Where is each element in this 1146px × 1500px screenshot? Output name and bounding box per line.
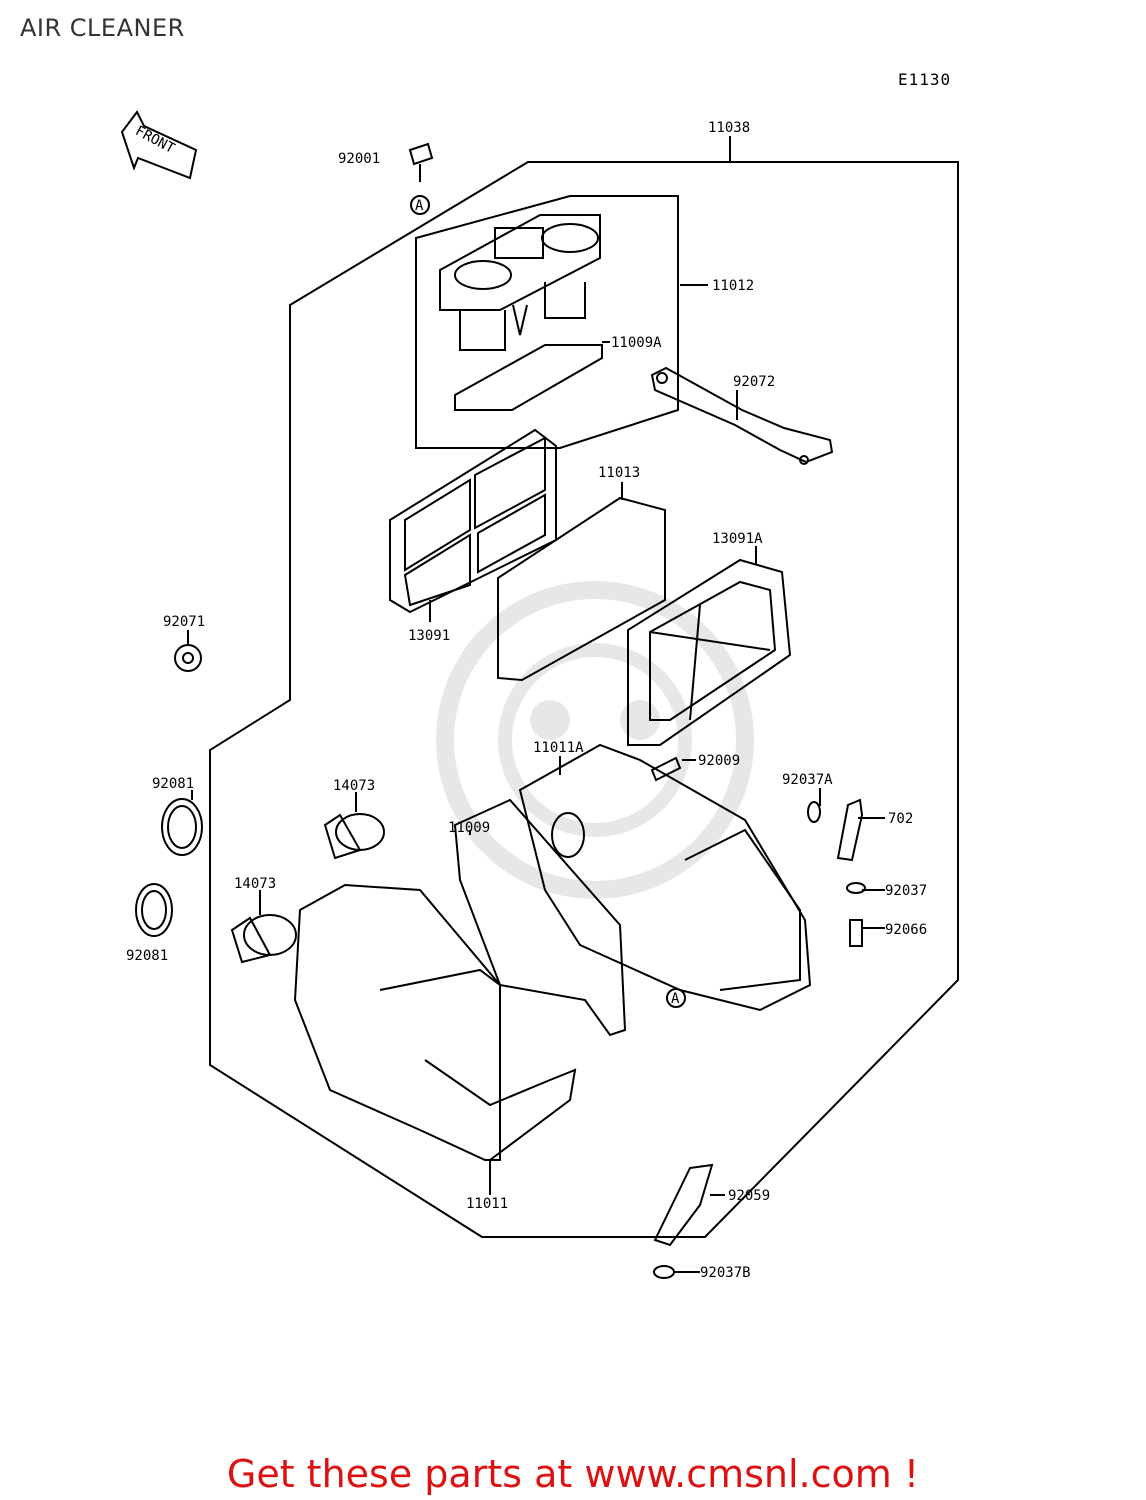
- duct-14073-lower-part: [230, 914, 297, 964]
- part-label-13091: 13091: [408, 628, 450, 644]
- air-cover-part: [439, 214, 601, 351]
- front-arrow-label: FRONT: [132, 123, 177, 157]
- element-13091-part: [389, 428, 557, 614]
- part-label-92081-lower: 92081: [126, 948, 168, 964]
- ref-mark-A-bottom: [666, 988, 686, 1008]
- bracket-92072-part: [650, 366, 834, 465]
- duct-14073-upper-part: [323, 813, 385, 860]
- part-label-92037A: 92037A: [782, 772, 833, 788]
- part-label-92066: 92066: [885, 922, 927, 938]
- holder-13091A-part: [627, 558, 792, 746]
- grommet-92071-part: [174, 644, 202, 672]
- o-ring-92081-upper-part: [161, 798, 203, 856]
- part-label-92059: 92059: [728, 1188, 770, 1204]
- page-title: AIR CLEANER: [20, 14, 185, 42]
- diagram-code: E1130: [898, 70, 952, 89]
- part-label-702: 702: [888, 811, 913, 827]
- part-label-11009: 11009: [448, 820, 490, 836]
- gasket-11009A-part: [454, 344, 603, 411]
- gasket-11009-part: [453, 798, 627, 1037]
- ref-mark-A-top: [410, 195, 430, 215]
- part-label-11013: 11013: [598, 465, 640, 481]
- footer-link[interactable]: Get these parts at www.cmsnl.com !: [226, 1452, 920, 1496]
- screw-92009-part: [650, 756, 682, 782]
- assembly-boundary: [209, 161, 959, 1238]
- part-label-13091A: 13091A: [712, 531, 763, 547]
- exploded-parts-diagram: FRONT A A 11038 92001 11012 11009A 92072…: [120, 110, 959, 1281]
- element-11013-part: [497, 496, 666, 682]
- part-label-11009A: 11009A: [611, 335, 662, 351]
- part-label-92001: 92001: [338, 151, 380, 167]
- clamp-92037-part: [846, 882, 866, 894]
- housing-11011A-part: [518, 743, 812, 1012]
- housing-11011-part: [293, 883, 577, 1161]
- o-ring-92081-lower-part: [135, 883, 173, 937]
- part-label-92071: 92071: [163, 614, 205, 630]
- clamp-92037A-part: [807, 801, 821, 823]
- clamp-92037B-part: [653, 1265, 675, 1279]
- part-label-92037B: 92037B: [700, 1265, 751, 1281]
- part-label-11038: 11038: [708, 120, 750, 136]
- part-label-11011: 11011: [466, 1196, 508, 1212]
- part-label-14073-upper: 14073: [333, 778, 375, 794]
- part-label-14073-lower: 14073: [234, 876, 276, 892]
- bolt-92001-part: [408, 142, 434, 182]
- part-label-11011A: 11011A: [533, 740, 584, 756]
- plug-92066-part: [849, 919, 863, 947]
- part-label-92072: 92072: [733, 374, 775, 390]
- hose-702-part: [836, 798, 864, 862]
- part-label-11012: 11012: [712, 278, 754, 294]
- part-label-92037: 92037: [885, 883, 927, 899]
- part-label-92081-upper: 92081: [152, 776, 194, 792]
- cover-group-box: [415, 195, 679, 449]
- hose-92059-part: [653, 1163, 714, 1247]
- ref-mark-label-bottom: A: [671, 991, 680, 1007]
- ref-mark-label-top: A: [415, 198, 424, 214]
- part-label-92009: 92009: [698, 753, 740, 769]
- front-arrow-icon: [120, 110, 198, 180]
